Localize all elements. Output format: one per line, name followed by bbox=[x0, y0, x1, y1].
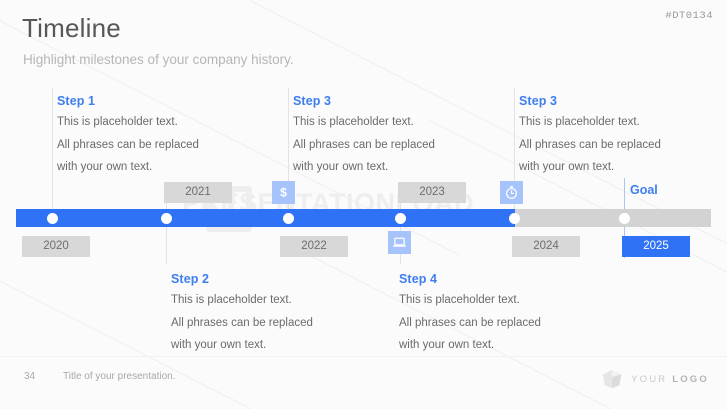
connector-line-step-5 bbox=[514, 88, 515, 212]
connector-line-step-1 bbox=[52, 88, 53, 212]
laptop-icon bbox=[388, 231, 411, 254]
step-line: with your own text. bbox=[519, 161, 615, 173]
step-line: with your own text. bbox=[399, 339, 495, 351]
logo-word-logo: LOGO bbox=[672, 373, 709, 385]
footer-presentation-title: Title of your presentation. bbox=[63, 371, 176, 382]
cube-icon bbox=[602, 369, 622, 389]
step-line: with your own text. bbox=[171, 339, 267, 351]
slide-number: 34 bbox=[24, 371, 36, 382]
step-line: This is placeholder text. bbox=[293, 116, 414, 128]
step-line: with your own text. bbox=[293, 161, 389, 173]
step-line: This is placeholder text. bbox=[171, 294, 292, 306]
step-title: Step 1 bbox=[57, 94, 96, 108]
step-line: All phrases can be replaced bbox=[171, 316, 313, 329]
step-line: All phrases can be replaced bbox=[519, 138, 661, 151]
timeline-node-2024[interactable] bbox=[509, 212, 520, 224]
dollar-icon: $ bbox=[272, 181, 295, 204]
step-title: Step 4 bbox=[399, 272, 438, 286]
document-code: #DT0134 bbox=[665, 10, 713, 22]
page-subtitle: Highlight milestones of your company his… bbox=[23, 52, 294, 67]
step-title: Step 3 bbox=[519, 94, 558, 108]
year-chip-2021[interactable]: 2021 bbox=[164, 182, 232, 203]
timeline-progress-fill bbox=[16, 209, 515, 227]
page-title: Timeline bbox=[22, 13, 121, 43]
year-chip-2022[interactable]: 2022 bbox=[280, 236, 348, 257]
footer-divider bbox=[0, 356, 727, 357]
step-block-2: Step 3 This is placeholder text. All phr… bbox=[293, 94, 483, 176]
logo-text: YOUR LOGO bbox=[631, 374, 709, 385]
step-line: with your own text. bbox=[57, 161, 153, 173]
step-line: This is placeholder text. bbox=[399, 294, 520, 306]
timeline-node-2021[interactable] bbox=[161, 212, 172, 224]
timeline-node-2023[interactable] bbox=[395, 212, 406, 224]
logo-placeholder: YOUR LOGO bbox=[601, 368, 709, 390]
logo-word-your: YOUR bbox=[631, 373, 668, 385]
step-line: This is placeholder text. bbox=[57, 116, 178, 128]
step-block-4: Step 2 This is placeholder text. All phr… bbox=[171, 272, 361, 354]
goal-label: Goal bbox=[630, 183, 658, 197]
stopwatch-icon bbox=[500, 181, 523, 204]
step-title: Step 2 bbox=[171, 272, 210, 286]
connector-line-step-3 bbox=[288, 88, 289, 212]
step-line: All phrases can be replaced bbox=[57, 138, 199, 151]
year-chip-2020[interactable]: 2020 bbox=[22, 236, 90, 257]
step-line: This is placeholder text. bbox=[519, 116, 640, 128]
step-block-3: Step 3 This is placeholder text. All phr… bbox=[519, 94, 709, 176]
timeline-node-2022[interactable] bbox=[283, 212, 294, 224]
year-chip-2024[interactable]: 2024 bbox=[512, 236, 580, 257]
step-block-5: Step 4 This is placeholder text. All phr… bbox=[399, 272, 589, 354]
step-title: Step 3 bbox=[293, 94, 332, 108]
year-chip-2025[interactable]: 2025 bbox=[622, 236, 690, 257]
timeline-node-2020[interactable] bbox=[47, 212, 58, 224]
timeline-node-goal[interactable] bbox=[619, 212, 630, 224]
svg-text:$: $ bbox=[280, 186, 287, 200]
step-block-1: Step 1 This is placeholder text. All phr… bbox=[57, 94, 247, 176]
year-chip-2023[interactable]: 2023 bbox=[398, 182, 466, 203]
step-line: All phrases can be replaced bbox=[399, 316, 541, 329]
step-line: All phrases can be replaced bbox=[293, 138, 435, 151]
